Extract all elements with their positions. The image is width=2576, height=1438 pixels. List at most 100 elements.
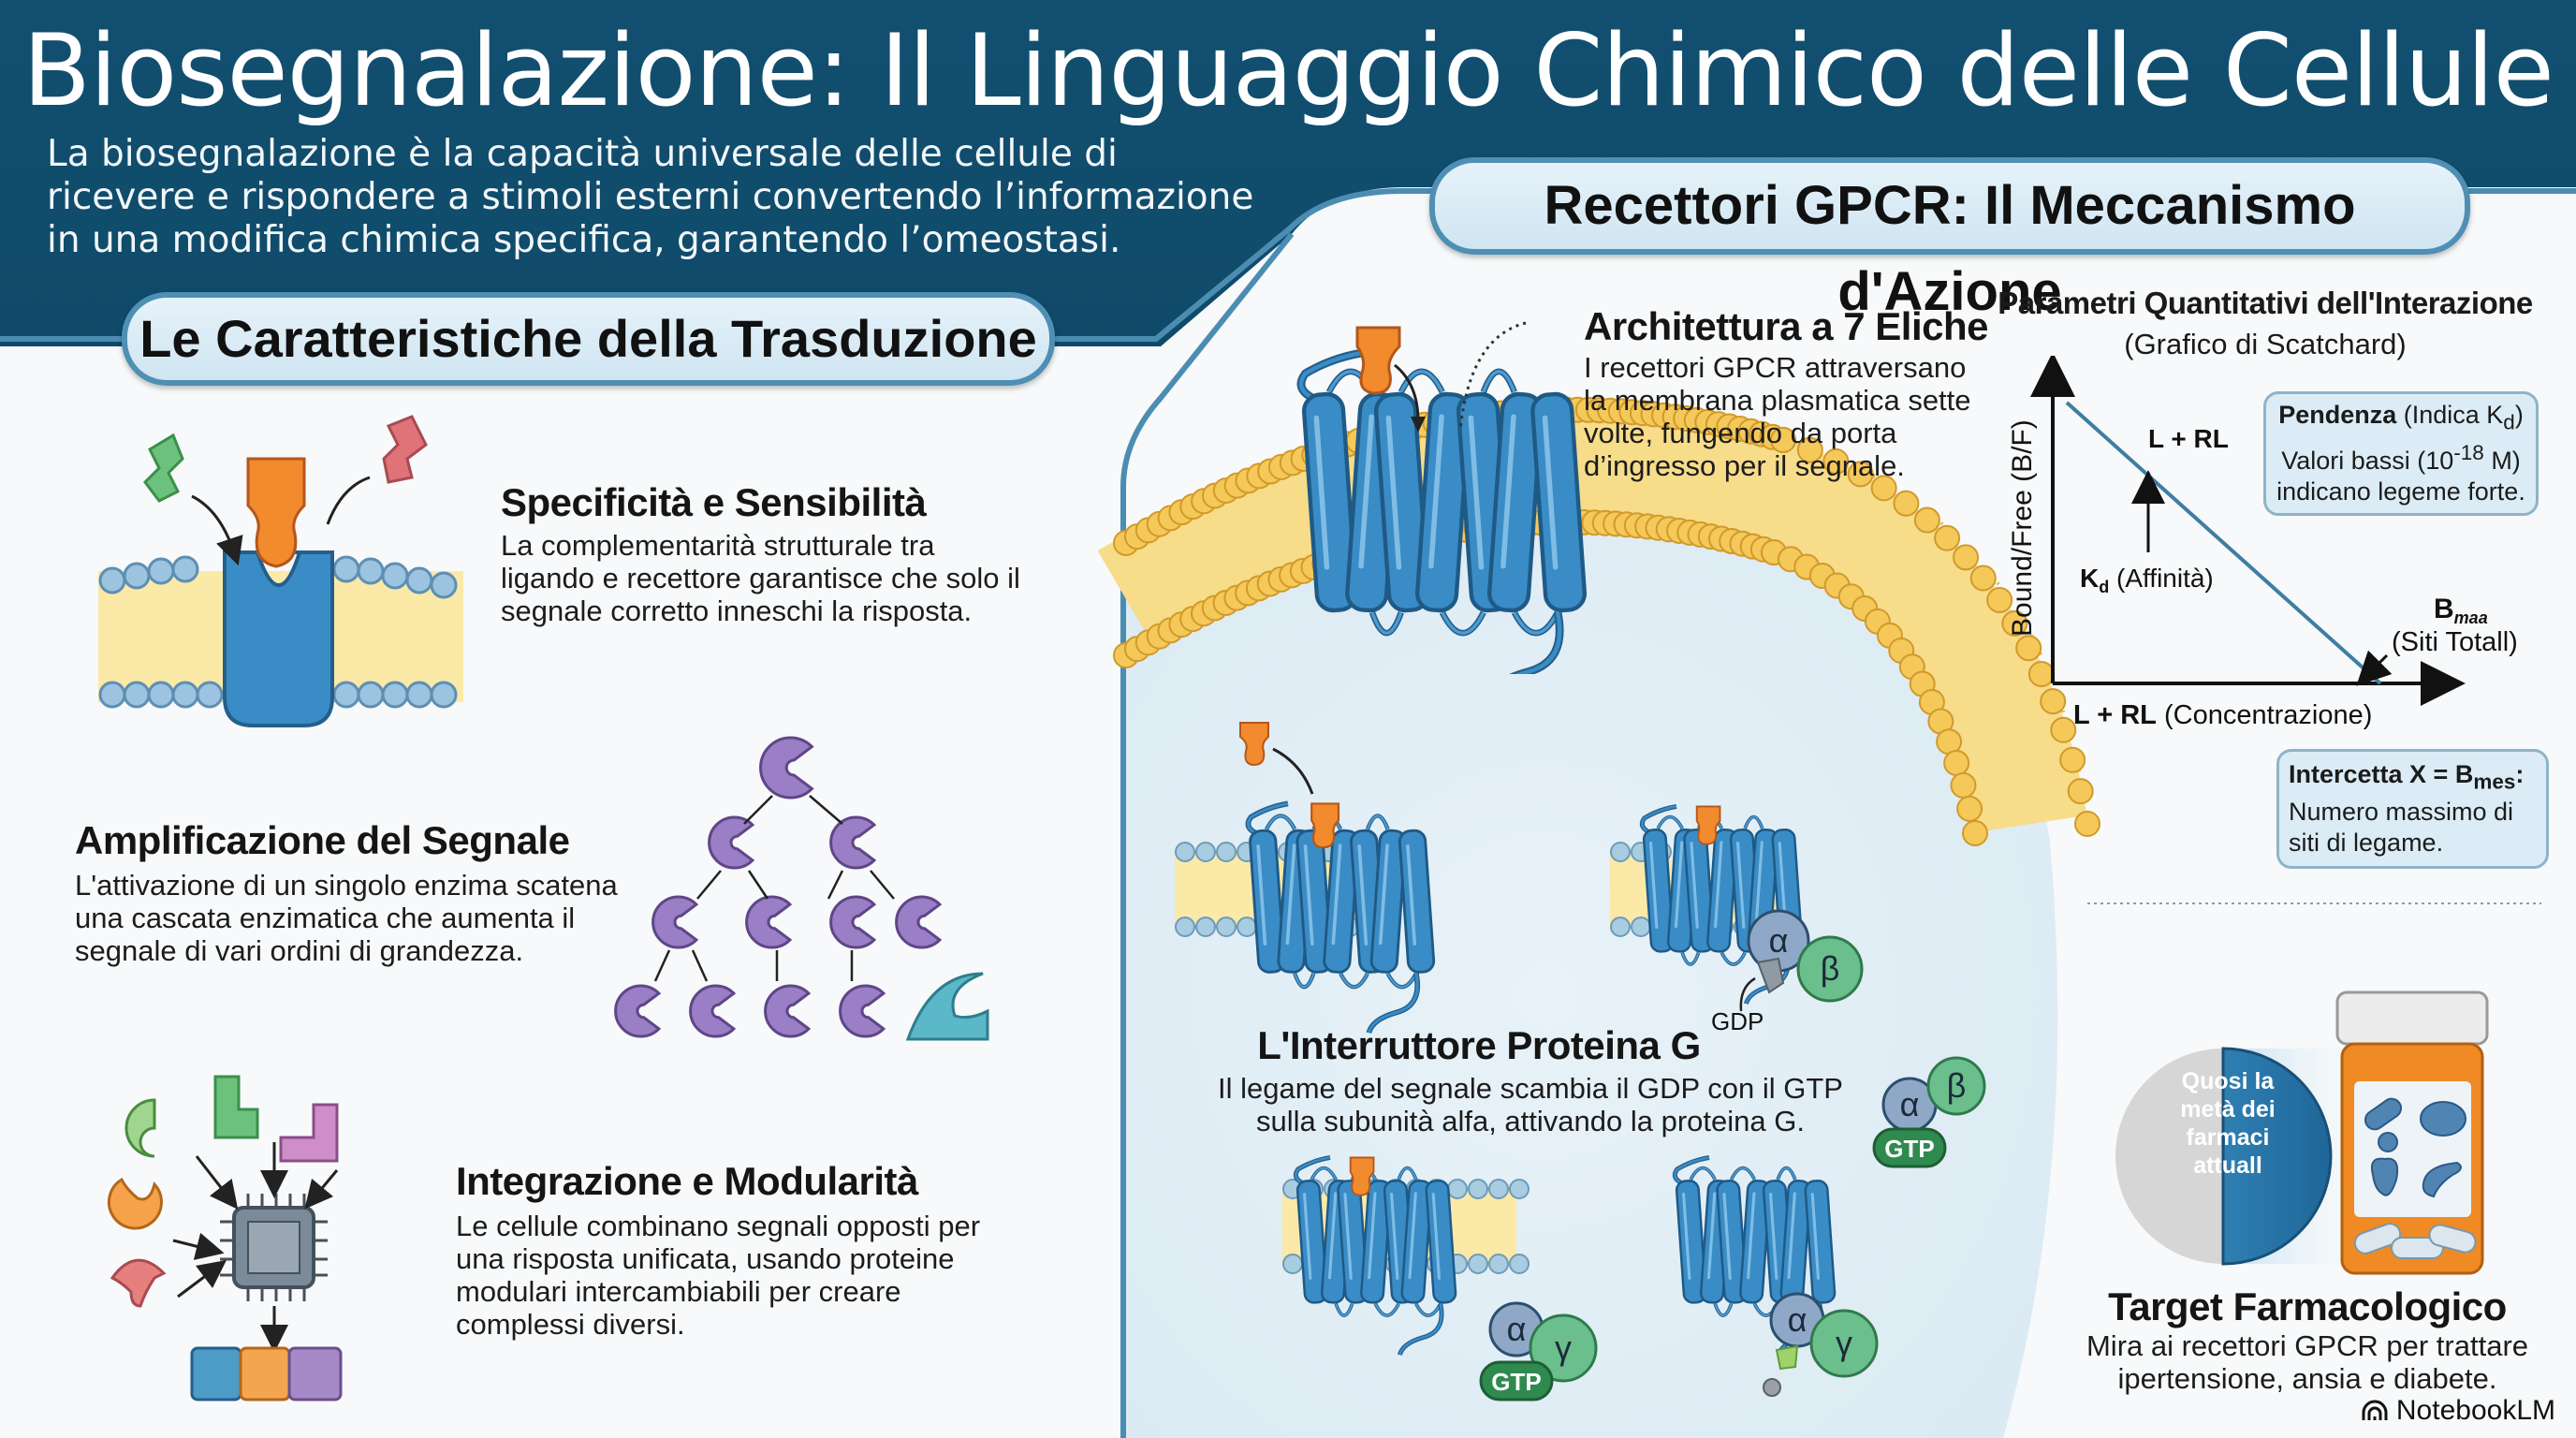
gpcr-7-helix-icon (1296, 326, 1588, 674)
membrane-head (2059, 746, 2086, 773)
right-panel-border (1120, 232, 1295, 1438)
half-circle-blue (2221, 1047, 2333, 1266)
callout-slope-line1: (Indica K (2396, 401, 2504, 429)
section-title-specificity: Specificità e Sensibilità (501, 480, 927, 524)
membrane-head (2074, 811, 2100, 837)
membrane-head (2015, 635, 2042, 662)
section-title-amplification: Amplificazione del Segnale (75, 818, 570, 862)
membrane-head (1847, 461, 1874, 488)
callout-intercept-line2: Numero massimo di (2289, 798, 2514, 827)
scatchard-subtitle: (Grafico di Scatchard) (2124, 328, 2407, 360)
architecture-title: Architettura a 7 Eliche (1584, 304, 1988, 348)
callout-intercept-line3: siti di legame. (2289, 829, 2444, 858)
g-subunit-label: β (1821, 949, 1840, 988)
membrane-head (1953, 544, 1980, 571)
membrane-head (1870, 475, 1897, 502)
helix (1804, 1179, 1837, 1304)
gprotein-title: L'Interruttore Proteina G (1257, 1023, 1701, 1067)
g-subunit (1529, 1313, 1598, 1383)
g-subunit (1809, 1309, 1879, 1378)
gtp-label: GTP (1884, 1135, 1934, 1163)
ligand-icon (1355, 326, 1401, 395)
pharma-title: Target Farmacologico (2108, 1284, 2507, 1328)
callout-slope-line3: indicano legeme forte. (2276, 477, 2525, 506)
section-text-specificity: La complementarità strutturale tra ligan… (501, 529, 1020, 627)
y-axis-label: Bound/Free (B/F) (2007, 419, 2038, 637)
page-title: Biosegnalazione: Il Linguaggio Chimico d… (22, 13, 2554, 128)
callout-slope-line2-end: M) (2483, 447, 2521, 476)
pill-bottle-label (2354, 1081, 2471, 1217)
callout-intercept: Intercetta X = Bmes: Numero massimo di s… (2276, 749, 2549, 870)
gpcr-receptor (1245, 800, 1436, 1034)
gtp-badge (1872, 1127, 1947, 1168)
membrane-head (1913, 506, 1940, 534)
callout-slope-end: ) (2514, 401, 2524, 429)
bmax-label: Bmaa (2434, 594, 2488, 627)
g-subunit-label: γ (1555, 1328, 1572, 1367)
gpcr-receptor (1639, 803, 1804, 1005)
section-text-amplification: L'attivazione di un singolo enzima scate… (75, 869, 618, 967)
membrane-head (2050, 716, 2077, 743)
membrane-head (1956, 795, 1983, 822)
scatchard-title: Parametri Quantitativi dell'Interazione (1998, 286, 2533, 320)
enzyme-icon (829, 895, 877, 949)
bmax-sublabel: (Siti Totall) (2392, 627, 2518, 657)
architecture-text: I recettori GPCR attraversano la membran… (1584, 351, 1971, 482)
half-label: Quosi la metà dei farmaci attuall (2180, 1068, 2276, 1179)
notebooklm-logo: NotebookLM (2361, 1395, 2555, 1427)
notebooklm-icon (2362, 1400, 2388, 1420)
g-subunit (1926, 1056, 1986, 1116)
released-gdp-icon (1763, 1378, 1781, 1397)
membrane-head (1822, 448, 1850, 475)
gpcr-receptor (1672, 1154, 1837, 1357)
membrane-head (1893, 490, 1920, 517)
cascade-arrow (691, 949, 709, 982)
membrane-head (1770, 427, 1796, 453)
membrane-head (2040, 688, 2067, 715)
cascade-arrow (809, 795, 843, 825)
ligand-icon (1349, 1156, 1375, 1196)
enzyme-icon (764, 984, 812, 1038)
g-subunit-label: α (1769, 921, 1789, 960)
membrane-head (2001, 609, 2028, 637)
membrane-head (2067, 778, 2094, 805)
gprotein-text: Il legame del segnale scambia il GDP con… (1218, 1072, 1843, 1137)
cascade-arrow (747, 870, 769, 900)
g-subunit-label: γ (1836, 1324, 1852, 1362)
enzyme-icon (708, 815, 755, 870)
callout-slope-bold: Pendenza (2278, 401, 2397, 429)
g-subunit-label: α (1900, 1085, 1920, 1123)
ligand-icon (1239, 722, 1269, 767)
gtp-badge (1479, 1360, 1554, 1401)
enzyme-icon (839, 984, 886, 1038)
cascade-arrow (653, 949, 671, 982)
cascade-arrow (870, 870, 895, 900)
cascade-arrow (827, 870, 844, 900)
section-pill-gpcr: Recettori GPCR: Il Meccanismo d'Azione (1429, 157, 2470, 322)
g-subunit-label: α (1507, 1310, 1527, 1348)
notebooklm-label: NotebookLM (2395, 1395, 2555, 1426)
gpcr-receptor (1296, 348, 1588, 674)
enzyme-icon (745, 895, 793, 949)
dotted-connector (1458, 321, 1527, 432)
receptor-ligand-icon (98, 415, 463, 727)
cascade-arrow (696, 870, 722, 900)
line-label: L + RL (2148, 424, 2229, 453)
g-subunit-label: α (1788, 1300, 1808, 1339)
enzyme-icon (689, 984, 737, 1038)
drug-target-illustration (2115, 990, 2489, 1275)
enzyme-icon (895, 895, 943, 949)
enzyme-icon (614, 984, 662, 1038)
pill-bottle-cap (2335, 990, 2489, 1046)
section-pill-transduction: Le Caratteristiche della Trasduzione (122, 292, 1055, 386)
scatchard-chart: Bound/Free (B/F) L + RL Kd (Affinità) Bm… (2007, 356, 2518, 730)
header-band (0, 0, 2576, 346)
gdp-label: GDP (1711, 1007, 1764, 1035)
x-axis-label: L + RL (Concentrazione) (2073, 700, 2372, 730)
wave-icon (905, 972, 989, 1041)
helix (1530, 391, 1588, 613)
section-title-integration: Integrazione e Modularità (456, 1159, 918, 1203)
section-text-integration: Le cellule combinano segnali opposti per… (456, 1210, 981, 1341)
helix (1398, 829, 1436, 974)
